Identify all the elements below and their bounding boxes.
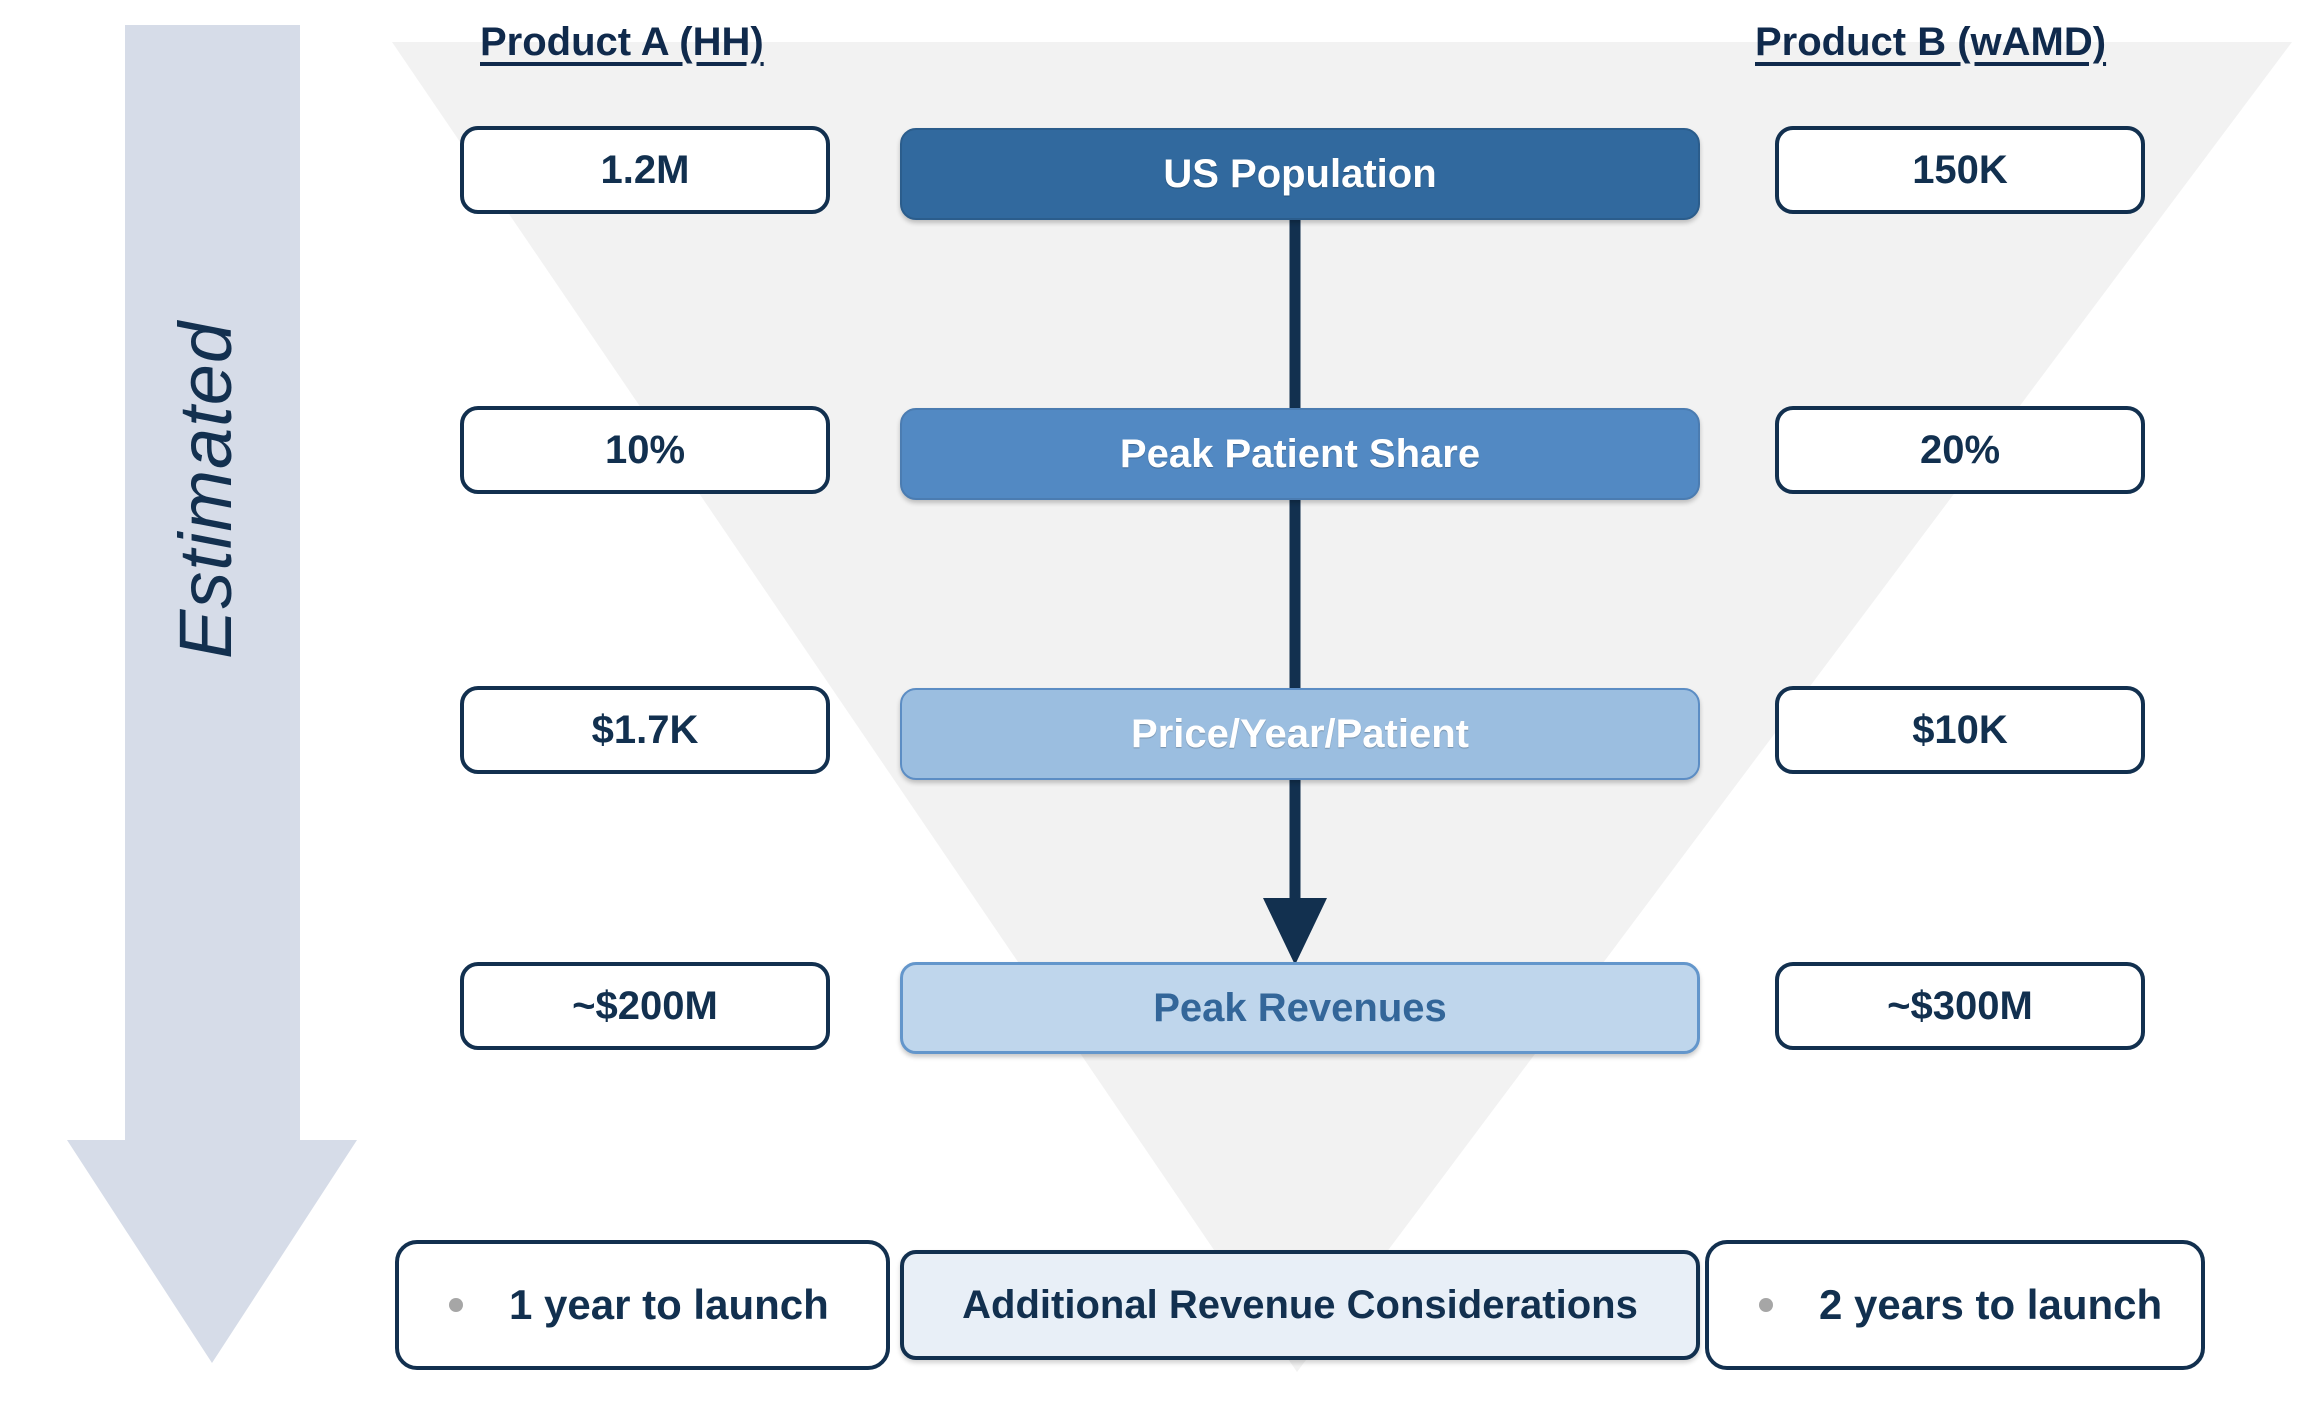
stage-bar-us-population[interactable]: US Population bbox=[900, 128, 1700, 220]
value-left-peak-revenues: ~$200M bbox=[460, 962, 830, 1050]
value-right-peak-patient-share: 20% bbox=[1775, 406, 2145, 494]
stage-bar-peak-patient-share[interactable]: Peak Patient Share bbox=[900, 408, 1700, 500]
note-right-launch-timeline: 2 years to launch bbox=[1705, 1240, 2205, 1370]
stage-bar-price-year-patient[interactable]: Price/Year/Patient bbox=[900, 688, 1700, 780]
column-header-product-a: Product A (HH) bbox=[480, 20, 764, 64]
additional-revenue-considerations-bar[interactable]: Additional Revenue Considerations bbox=[900, 1250, 1700, 1360]
stage-bar-peak-revenues[interactable]: Peak Revenues bbox=[900, 962, 1700, 1054]
column-header-product-b: Product B (wAMD) bbox=[1755, 20, 2107, 64]
value-right-price-year-patient: $10K bbox=[1775, 686, 2145, 774]
note-left-label: 1 year to launch bbox=[509, 1281, 829, 1328]
bullet-dot-icon bbox=[449, 1298, 463, 1312]
value-left-price-year-patient: $1.7K bbox=[460, 686, 830, 774]
note-left-launch-timeline: 1 year to launch bbox=[395, 1240, 890, 1370]
note-right-label: 2 years to launch bbox=[1819, 1281, 2163, 1328]
flow-down-arrow-icon bbox=[1263, 210, 1327, 965]
value-right-peak-revenues: ~$300M bbox=[1775, 962, 2145, 1050]
value-left-us-population: 1.2M bbox=[460, 126, 830, 214]
estimated-down-arrow-icon bbox=[67, 25, 357, 1363]
value-right-us-population: 150K bbox=[1775, 126, 2145, 214]
value-left-peak-patient-share: 10% bbox=[460, 406, 830, 494]
bullet-dot-icon bbox=[1759, 1298, 1773, 1312]
